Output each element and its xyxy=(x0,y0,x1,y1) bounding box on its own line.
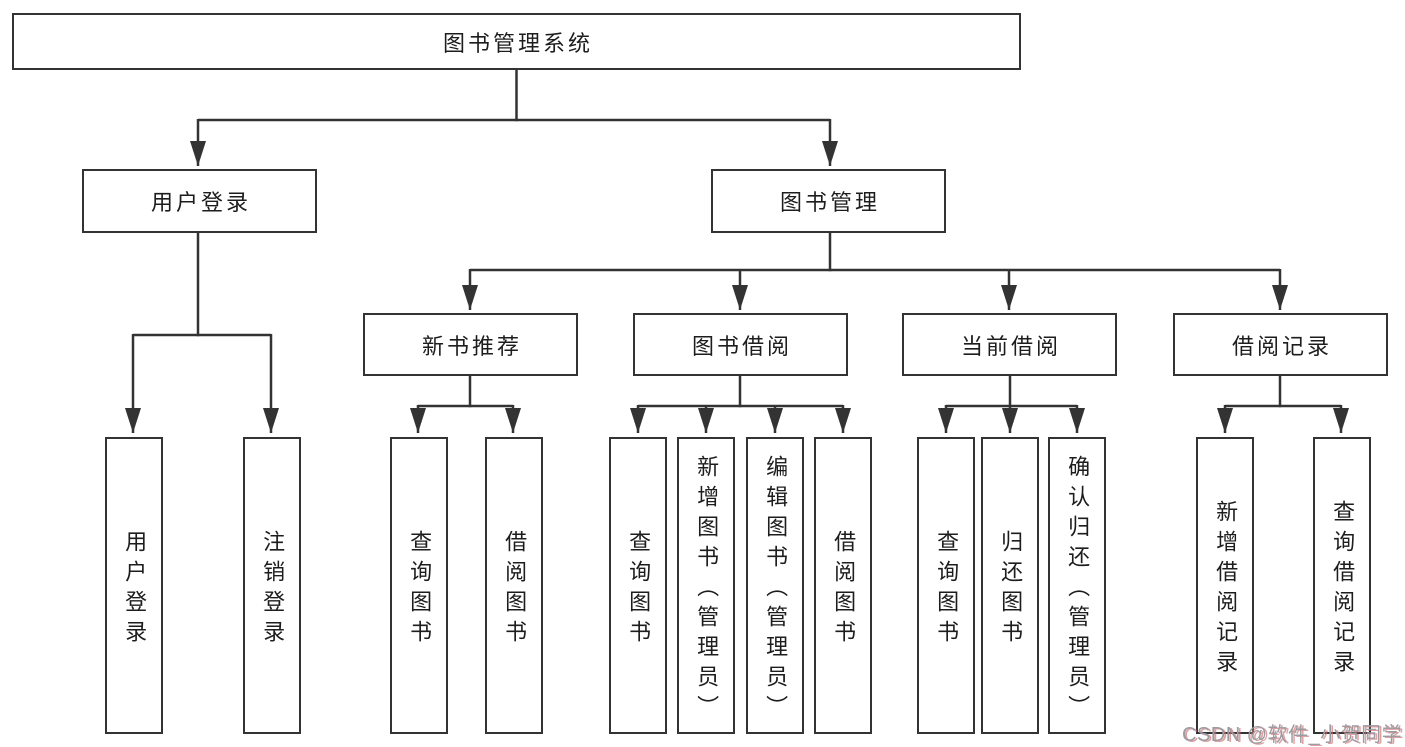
leaf-borrow-add-books-admin: 新增图书（管理员） xyxy=(677,437,735,734)
leaf-record-add-label: 新增借阅记录 xyxy=(1213,499,1239,680)
leaf-current-return-books: 归还图书 xyxy=(981,437,1039,734)
node-book-mgmt-label: 图书管理 xyxy=(779,190,880,215)
leaf-current-query-books-label: 查询图书 xyxy=(934,529,960,650)
leaf-user-login: 用户登录 xyxy=(105,437,163,734)
node-book-borrow-label: 图书借阅 xyxy=(691,333,792,359)
leaf-borrow-edit-books-admin-label: 编辑图书（管理员） xyxy=(763,454,789,725)
node-root: 图书管理系统 xyxy=(12,13,1021,70)
node-borrow-record-label: 借阅记录 xyxy=(1231,333,1332,359)
leaf-record-query-label: 查询借阅记录 xyxy=(1330,499,1356,680)
leaf-newrec-query-books: 查询图书 xyxy=(390,437,448,734)
leaf-borrow-borrow-books-label: 借阅图书 xyxy=(831,529,857,650)
leaf-record-query: 查询借阅记录 xyxy=(1313,437,1371,734)
node-book-mgmt: 图书管理 xyxy=(711,169,946,233)
node-new-book-rec: 新书推荐 xyxy=(363,313,578,376)
node-current-borrow: 当前借阅 xyxy=(902,313,1117,376)
leaf-current-confirm-return-admin-label: 确认归还（管理员） xyxy=(1065,454,1091,725)
node-borrow-record: 借阅记录 xyxy=(1173,313,1388,376)
leaf-current-confirm-return-admin: 确认归还（管理员） xyxy=(1048,437,1106,734)
leaf-borrow-add-books-admin-label: 新增图书（管理员） xyxy=(694,454,720,725)
leaf-newrec-borrow-books: 借阅图书 xyxy=(485,437,543,734)
node-user-login: 用户登录 xyxy=(82,169,317,233)
watermark-csdn: CSDN @软件_小贺同学 xyxy=(1182,724,1403,746)
leaf-logout: 注销登录 xyxy=(243,437,301,734)
leaf-record-add: 新增借阅记录 xyxy=(1196,437,1254,734)
leaf-borrow-edit-books-admin: 编辑图书（管理员） xyxy=(746,437,804,734)
leaf-newrec-borrow-books-label: 借阅图书 xyxy=(502,529,528,650)
leaf-user-login-label: 用户登录 xyxy=(122,529,148,650)
leaf-borrow-query-books: 查询图书 xyxy=(609,437,667,734)
node-current-borrow-label: 当前借阅 xyxy=(960,333,1061,359)
leaf-borrow-query-books-label: 查询图书 xyxy=(626,529,652,650)
node-user-login-label: 用户登录 xyxy=(150,190,251,215)
node-book-borrow: 图书借阅 xyxy=(633,313,848,376)
leaf-current-return-books-label: 归还图书 xyxy=(998,529,1024,650)
node-root-label: 图书管理系统 xyxy=(442,30,593,56)
leaf-logout-label: 注销登录 xyxy=(260,529,286,650)
leaf-current-query-books: 查询图书 xyxy=(917,437,975,734)
leaf-newrec-query-books-label: 查询图书 xyxy=(407,529,433,650)
leaf-borrow-borrow-books: 借阅图书 xyxy=(814,437,872,734)
node-new-book-rec-label: 新书推荐 xyxy=(421,333,522,359)
